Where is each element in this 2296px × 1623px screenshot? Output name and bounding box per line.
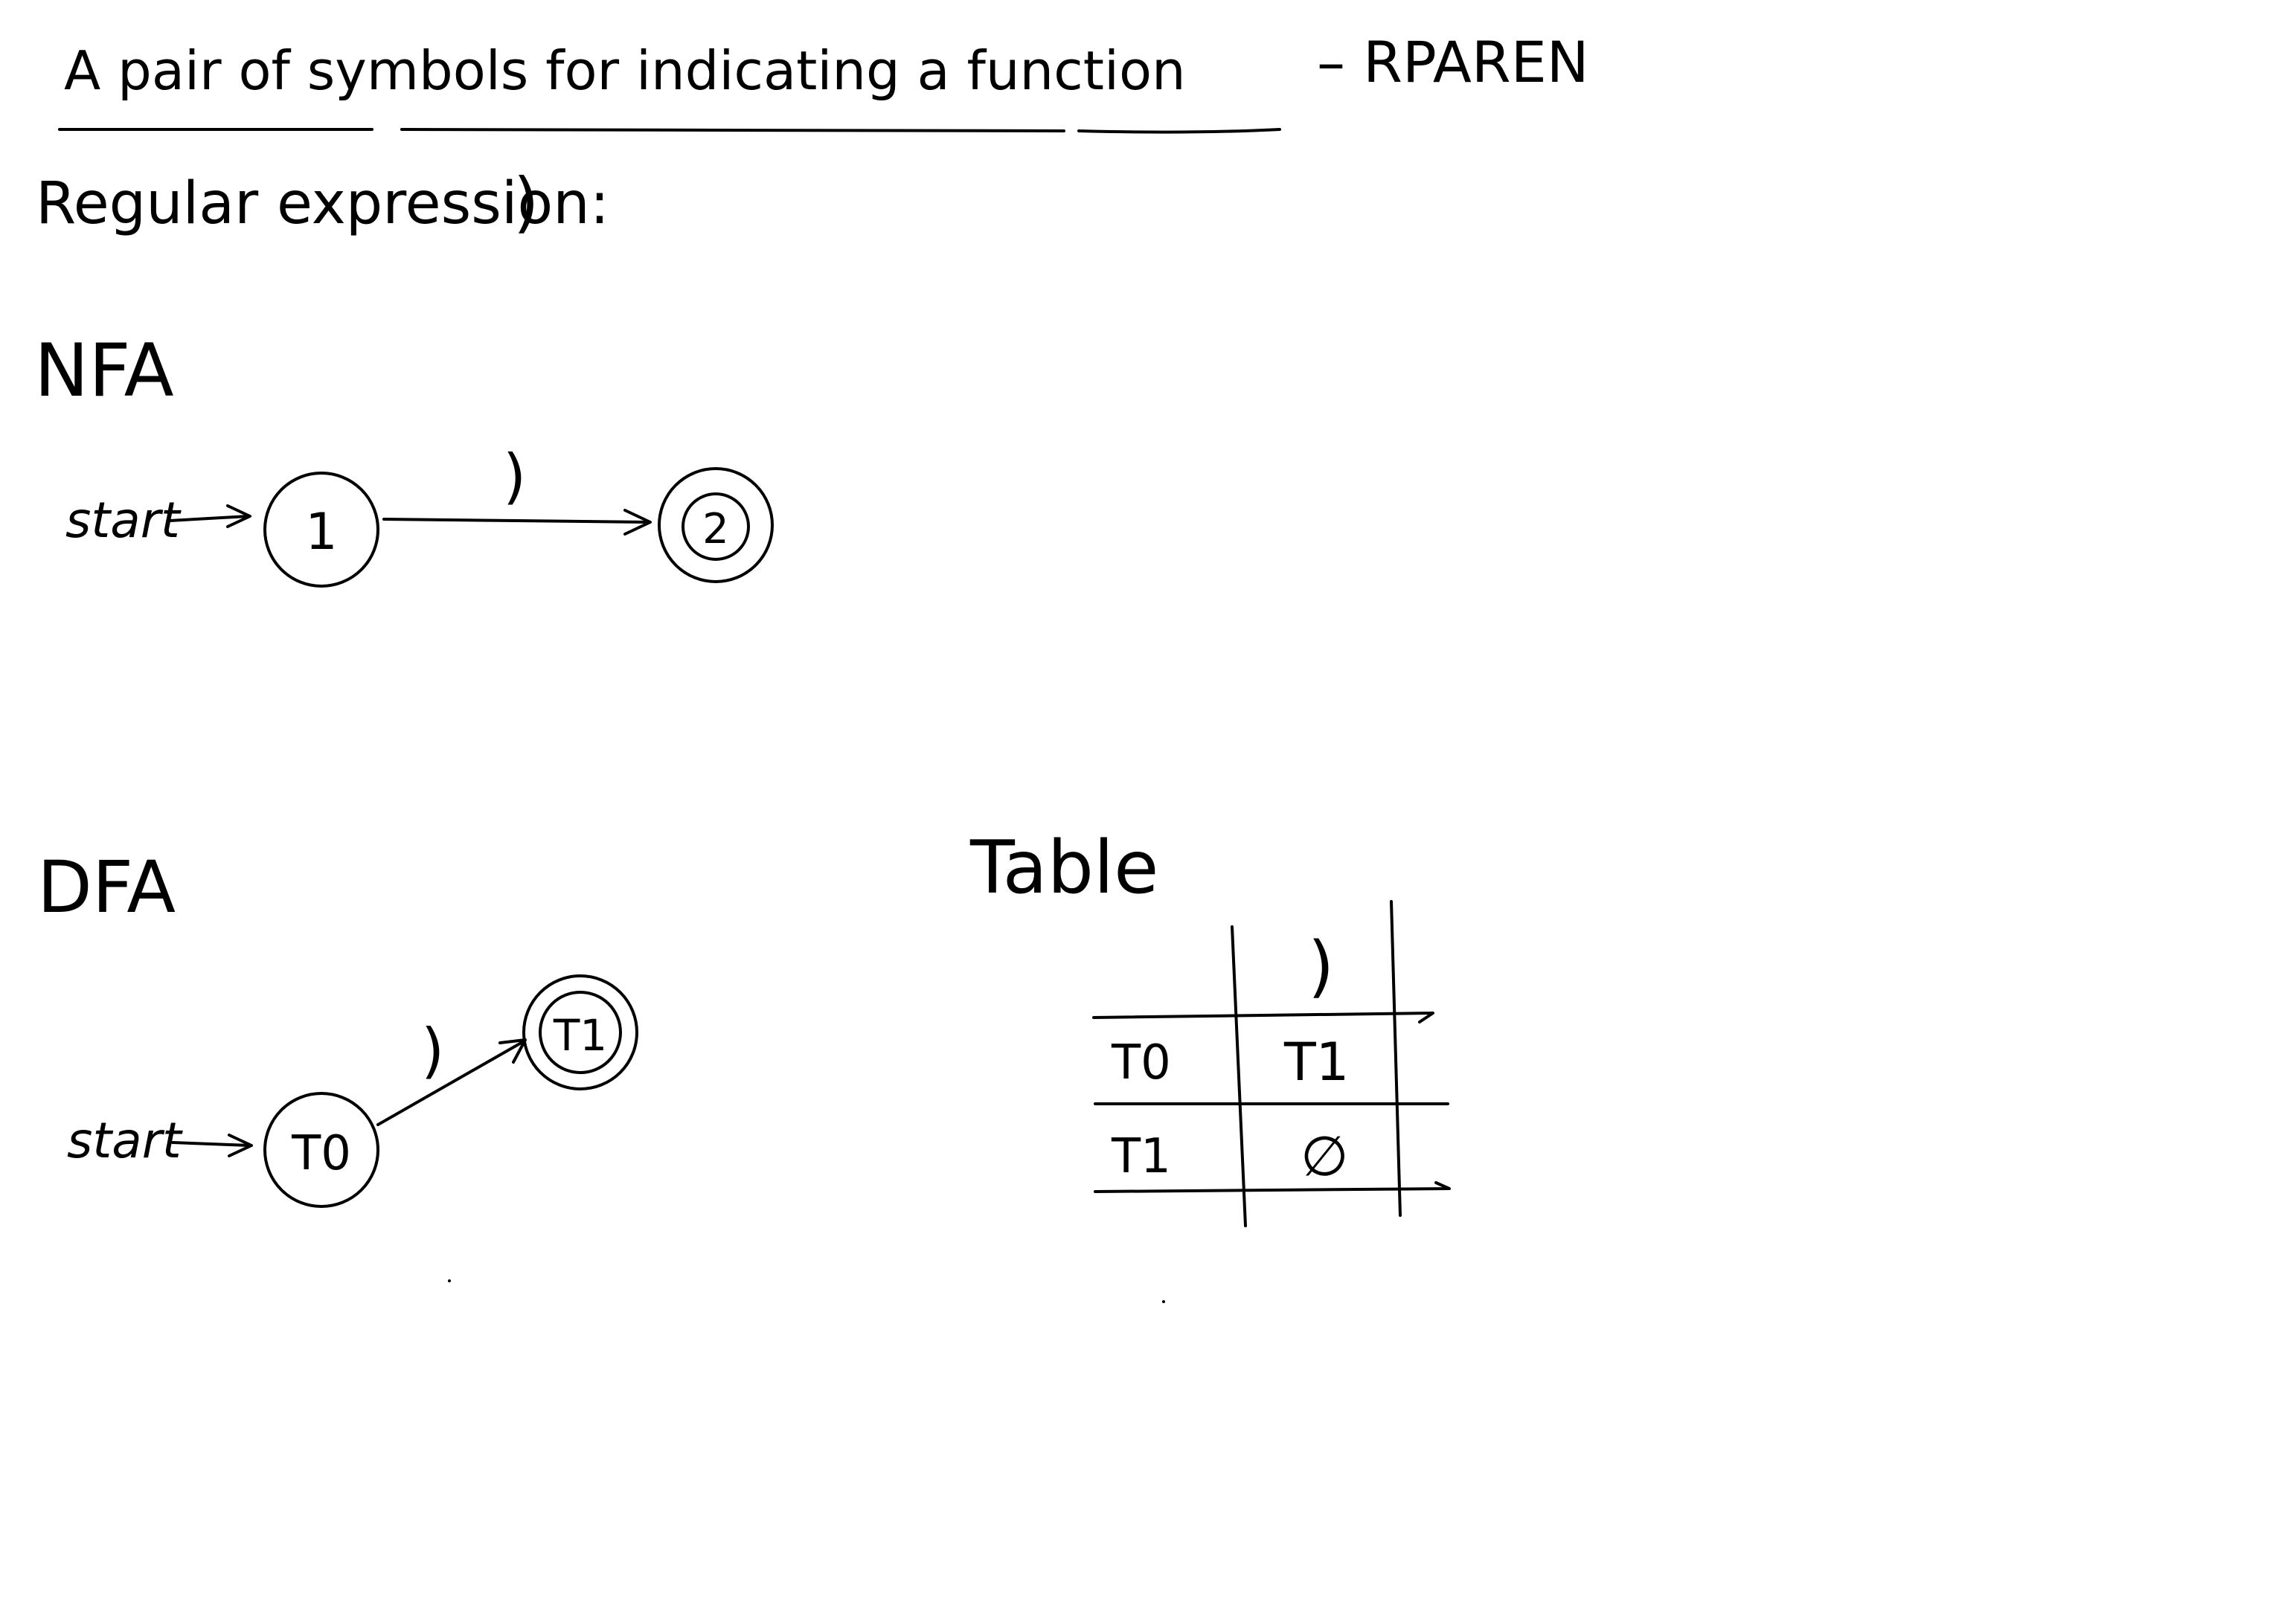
table-heading: Table: [969, 826, 1158, 910]
dfa-accept-label: T1: [553, 1010, 607, 1061]
regex-label: Regular expression:: [36, 170, 609, 237]
table-row-1-state: T0: [1111, 1035, 1171, 1090]
dfa-transition-arrow: [376, 1038, 527, 1126]
dfa-state-t0-label: T0: [291, 1126, 351, 1181]
nfa-section: NFA start 1 ) 2: [34, 329, 774, 588]
dfa-accept-outer-circle: [522, 974, 638, 1090]
table-row-1-cell: T1: [1283, 1032, 1349, 1093]
nfa-heading: NFA: [34, 329, 174, 414]
ink-speck: [1162, 1300, 1165, 1303]
nfa-state-1-circle: [263, 472, 379, 588]
ink-speck: [448, 1279, 451, 1282]
table-horizontal-line-3: [1094, 1181, 1451, 1193]
dfa-section: DFA start T0 ) T1: [37, 846, 638, 1208]
table-row-2-state: T1: [1111, 1129, 1171, 1184]
title-text: A pair of symbols for indicating a funct…: [64, 39, 1186, 102]
table-vertical-line-1: [1231, 925, 1247, 1227]
nfa-accept-label: 2: [702, 505, 729, 553]
nfa-start-label: start: [65, 492, 182, 549]
nfa-transition-arrow: [382, 509, 652, 536]
nfa-start-arrow: [168, 504, 251, 528]
table-row-2-cell: ∅: [1301, 1125, 1348, 1189]
title-group: A pair of symbols for indicating a funct…: [58, 29, 1589, 134]
dfa-start-label: start: [67, 1112, 183, 1169]
table-header-symbol: ): [1308, 928, 1334, 1006]
nfa-accept-outer-circle: [658, 467, 774, 583]
table-horizontal-line-1: [1092, 1012, 1434, 1023]
title-underline: [58, 128, 1281, 134]
nfa-accept-inner-circle: [682, 492, 750, 561]
dfa-heading: DFA: [37, 846, 176, 929]
nfa-transition-symbol: ): [503, 442, 526, 511]
dfa-accept-inner-circle: [539, 991, 622, 1074]
regex-group: Regular expression: ): [36, 164, 609, 240]
dfa-state-t0-circle: [263, 1092, 379, 1208]
dfa-transition-symbol: ): [421, 1016, 444, 1085]
title-suffix: – RPAREN: [1317, 29, 1589, 95]
table-vertical-line-2: [1390, 900, 1402, 1217]
transition-table: Table ) T0 T1 T1 ∅: [969, 826, 1451, 1227]
dfa-start-arrow: [171, 1134, 253, 1157]
nfa-state-1-label: 1: [305, 503, 337, 562]
regex-value: ): [513, 164, 539, 240]
